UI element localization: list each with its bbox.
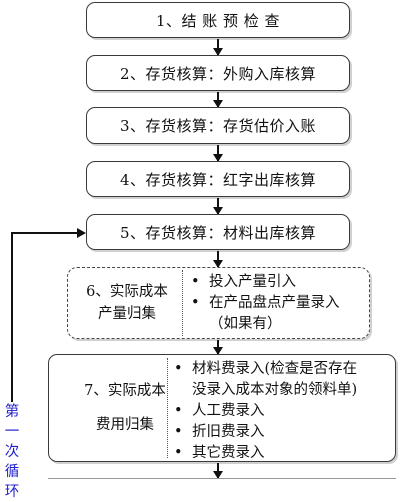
loop-arrowhead-icon	[77, 228, 86, 238]
loop-label-char: 一	[4, 424, 20, 440]
step-6-title-line2: 产量归集	[98, 306, 156, 322]
step-7-item: •材料费录入(检查是否存在	[174, 361, 358, 377]
step-5-box: 5、存货核算：材料出库核算	[86, 214, 350, 250]
step-3-box: 3、存货核算：存货估价入账	[86, 107, 350, 144]
step-4-label: 4、存货核算：红字出库核算	[119, 170, 317, 189]
loop-label-char: 循	[4, 464, 20, 480]
arrow-2-3	[213, 92, 223, 108]
step-1-label: 1、结 账 预 检 查	[155, 11, 281, 30]
step-7-item: 没录入成本对象的领料单)	[192, 382, 358, 398]
step-6-item: （如果有）	[209, 316, 282, 332]
step-4-box: 4、存货核算：红字出库核算	[86, 161, 350, 197]
step-3-label: 3、存货核算：存货估价入账	[119, 117, 317, 135]
step-7-item: •人工费录入	[174, 403, 265, 419]
step-7-title-line2: 费用归集	[96, 417, 154, 433]
step-2-box: 2、存货核算：外购入库核算	[86, 55, 350, 91]
step-7-title-line1: 7、实际成本	[84, 383, 166, 399]
step-6-items: •投入产量引入 •在产品盘点产量录入 （如果有）	[191, 272, 340, 335]
step-6-box	[67, 267, 370, 339]
step-6-title-line1: 6、实际成本	[86, 284, 168, 300]
step-1-box: 1、结 账 预 检 查	[86, 2, 350, 38]
loop-back-line	[11, 232, 13, 402]
loop-back-connector	[11, 232, 79, 234]
loop-label-char: 次	[4, 444, 20, 460]
step-7-items: •材料费录入(检查是否存在 没录入成本对象的领料单) •人工费录入 •折旧费录入…	[174, 359, 357, 464]
step-7-box	[48, 354, 396, 462]
step-6-item: •投入产量引入	[191, 274, 296, 290]
step-7-item: •其它费录入	[174, 445, 265, 461]
arrow-3-4	[213, 145, 223, 162]
step-7-item: •折旧费录入	[174, 424, 265, 440]
step-7-title: 7、实际成本 费用归集	[84, 360, 166, 456]
arrow-1-2	[213, 39, 223, 56]
loop-label-char: 第	[4, 404, 20, 420]
step-2-label: 2、存货核算：外购入库核算	[119, 64, 317, 83]
arrow-7-next	[213, 463, 223, 479]
step-6-title: 6、实际成本 产量归集	[72, 270, 182, 336]
arrow-4-5	[213, 198, 223, 215]
loop-label-char: 环	[4, 484, 20, 500]
step-5-label: 5、存货核算：材料出库核算	[119, 223, 317, 242]
step-6-separator	[182, 270, 183, 336]
step-7-separator	[167, 358, 168, 458]
arrow-6-7	[213, 340, 223, 355]
arrow-5-6	[213, 251, 223, 268]
loop-label: 第 一 次 循 环	[3, 402, 21, 502]
step-6-item: •在产品盘点产量录入	[191, 295, 340, 311]
next-box-top-edge	[48, 478, 396, 479]
